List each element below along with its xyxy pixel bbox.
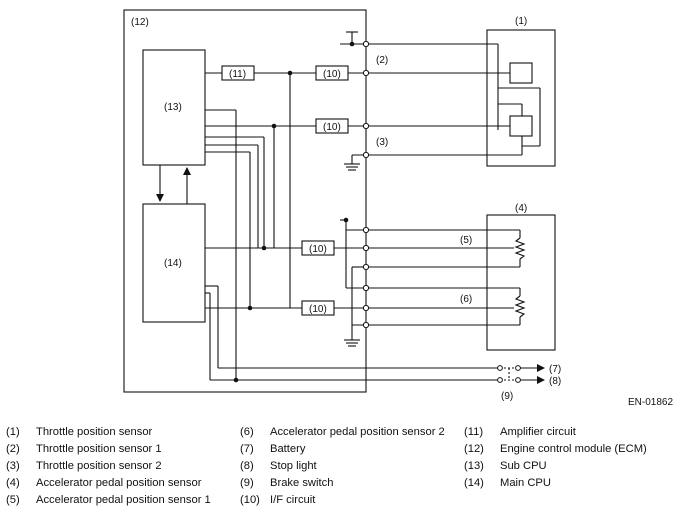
accel-sensor-box [486, 214, 556, 351]
ecm-box [123, 9, 367, 393]
legend-item: (5)Accelerator pedal position sensor 1 [6, 494, 211, 506]
legend-item: (1)Throttle position sensor [6, 426, 153, 438]
legend-column-1: (1)Throttle position sensor (2)Throttle … [6, 424, 211, 509]
sub-cpu-label: (13) [164, 102, 182, 113]
legend-column-3: (11)Amplifier circuit (12)Engine control… [464, 424, 647, 492]
wiring-diagram: (12) (13) (14) (1) (4) (2) (3) (5) (6) (… [123, 9, 561, 402]
signal-2-label: (2) [376, 55, 388, 66]
legend-item: (6)Accelerator pedal position sensor 2 [240, 426, 445, 438]
signal-3-label: (3) [376, 137, 388, 148]
brake-switch-label: (9) [501, 391, 513, 402]
signal-6-label: (6) [460, 294, 472, 305]
output-7-label: (7) [549, 364, 561, 375]
legend-item: (11)Amplifier circuit [464, 426, 576, 438]
apps-box-label: (4) [515, 203, 527, 214]
legend-item: (2)Throttle position sensor 1 [6, 443, 162, 455]
legend-item: (4)Accelerator pedal position sensor [6, 477, 202, 489]
throttle-sensor-box [486, 29, 556, 167]
main-cpu-box [142, 203, 206, 323]
if-circuit-label: (10) [323, 122, 341, 133]
signal-5-label: (5) [460, 235, 472, 246]
tps-box-label: (1) [515, 16, 527, 27]
output-8-label: (8) [549, 376, 561, 387]
legend-column-2: (6)Accelerator pedal position sensor 2 (… [240, 424, 445, 509]
if-circuit-label: (10) [323, 69, 341, 80]
legend-item: (10)I/F circuit [240, 494, 316, 506]
legend-item: (13)Sub CPU [464, 460, 547, 472]
if-circuit-label: (10) [309, 244, 327, 255]
legend-item: (9)Brake switch [240, 477, 334, 489]
ecm-label: (12) [131, 17, 149, 28]
amplifier-label: (11) [229, 69, 246, 80]
legend-item: (12)Engine control module (ECM) [464, 443, 647, 455]
legend-item: (7)Battery [240, 443, 306, 455]
sub-cpu-box [142, 49, 206, 166]
main-cpu-label: (14) [164, 258, 182, 269]
legend-item: (14)Main CPU [464, 477, 551, 489]
legend-item: (3)Throttle position sensor 2 [6, 460, 162, 472]
legend-item: (8)Stop light [240, 460, 317, 472]
if-circuit-label: (10) [309, 304, 327, 315]
reference-code: EN-01862 [628, 397, 674, 408]
